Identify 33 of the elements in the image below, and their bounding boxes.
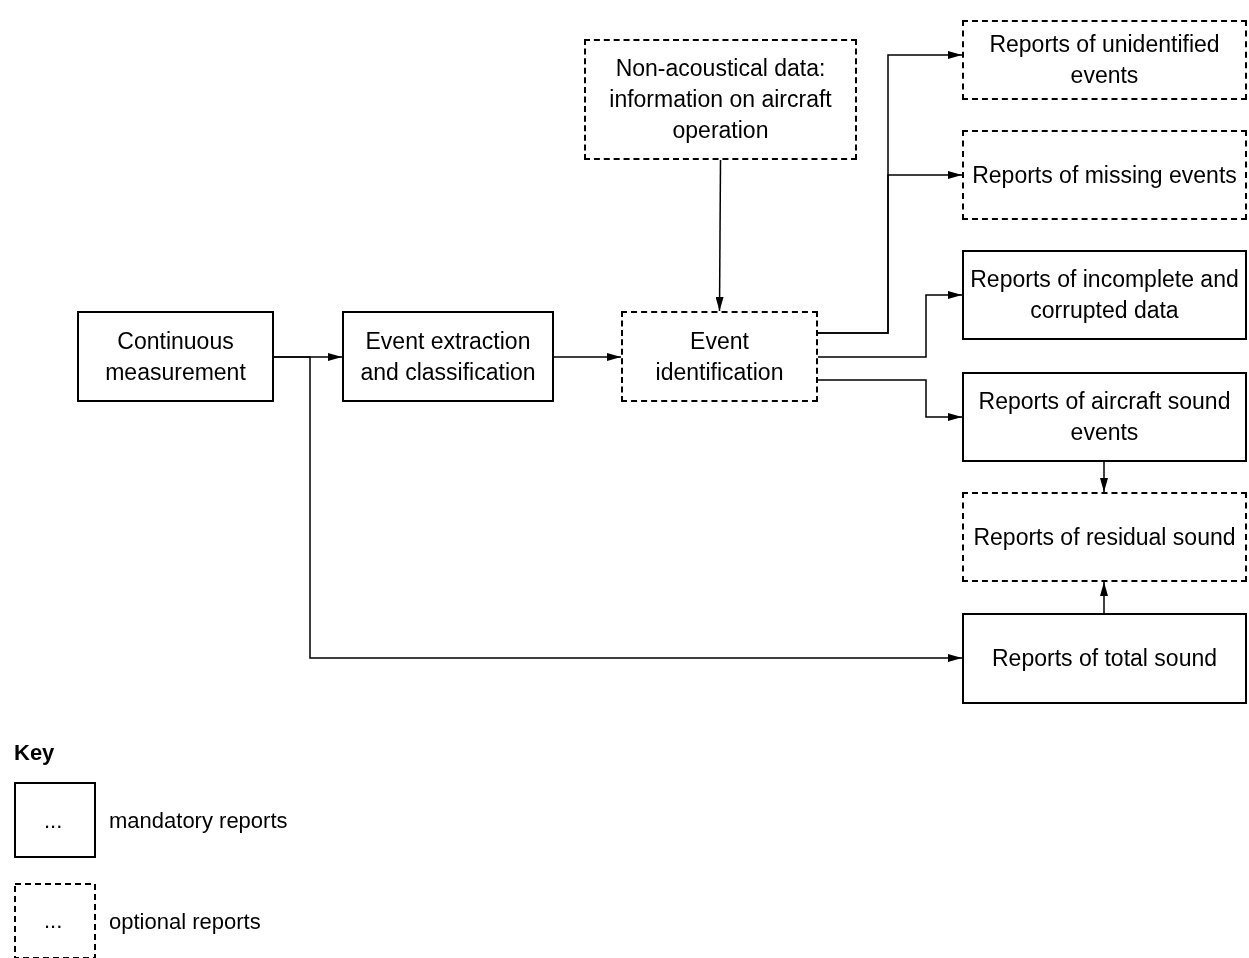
box-label: Reports of aircraft sound events [977,387,1232,447]
arrow [817,171,963,334]
arrow [1100,581,1108,614]
box-label: Event identification [654,326,785,387]
box-label: Reports of total sound [992,644,1217,673]
process-box [77,311,274,402]
key-heading: Key [14,740,55,766]
box-label: Reports of missing events [972,160,1237,190]
box-label: Non-acoustical data: information on aircraft operation [608,54,833,145]
dashed-process-box [962,20,1247,100]
box-label: Reports of incomplete and corrupted data [970,265,1239,325]
dashed-process-box [621,311,818,402]
arrow [817,379,963,421]
arrow [1100,461,1108,493]
dashed-process-box [584,39,857,160]
process-box [342,311,554,402]
dashed-process-box [962,130,1247,220]
arrow [553,353,622,361]
arrow [817,291,963,358]
arrow [273,356,963,662]
box-label: Event extraction and classification [359,326,537,387]
box-label: Continuous measurement [104,326,247,387]
legend-label: mandatory reports [109,808,288,834]
process-box [962,613,1247,704]
process-box [962,250,1247,340]
process-box [962,372,1247,462]
legend-label: optional reports [109,909,261,935]
arrow [715,159,724,312]
ellipsis: ... [44,808,63,834]
box-label: Reports of residual sound [973,522,1236,552]
box-label: Reports of unidentified events [988,30,1221,90]
ellipsis: ... [44,908,63,934]
dashed-process-box [962,492,1247,582]
